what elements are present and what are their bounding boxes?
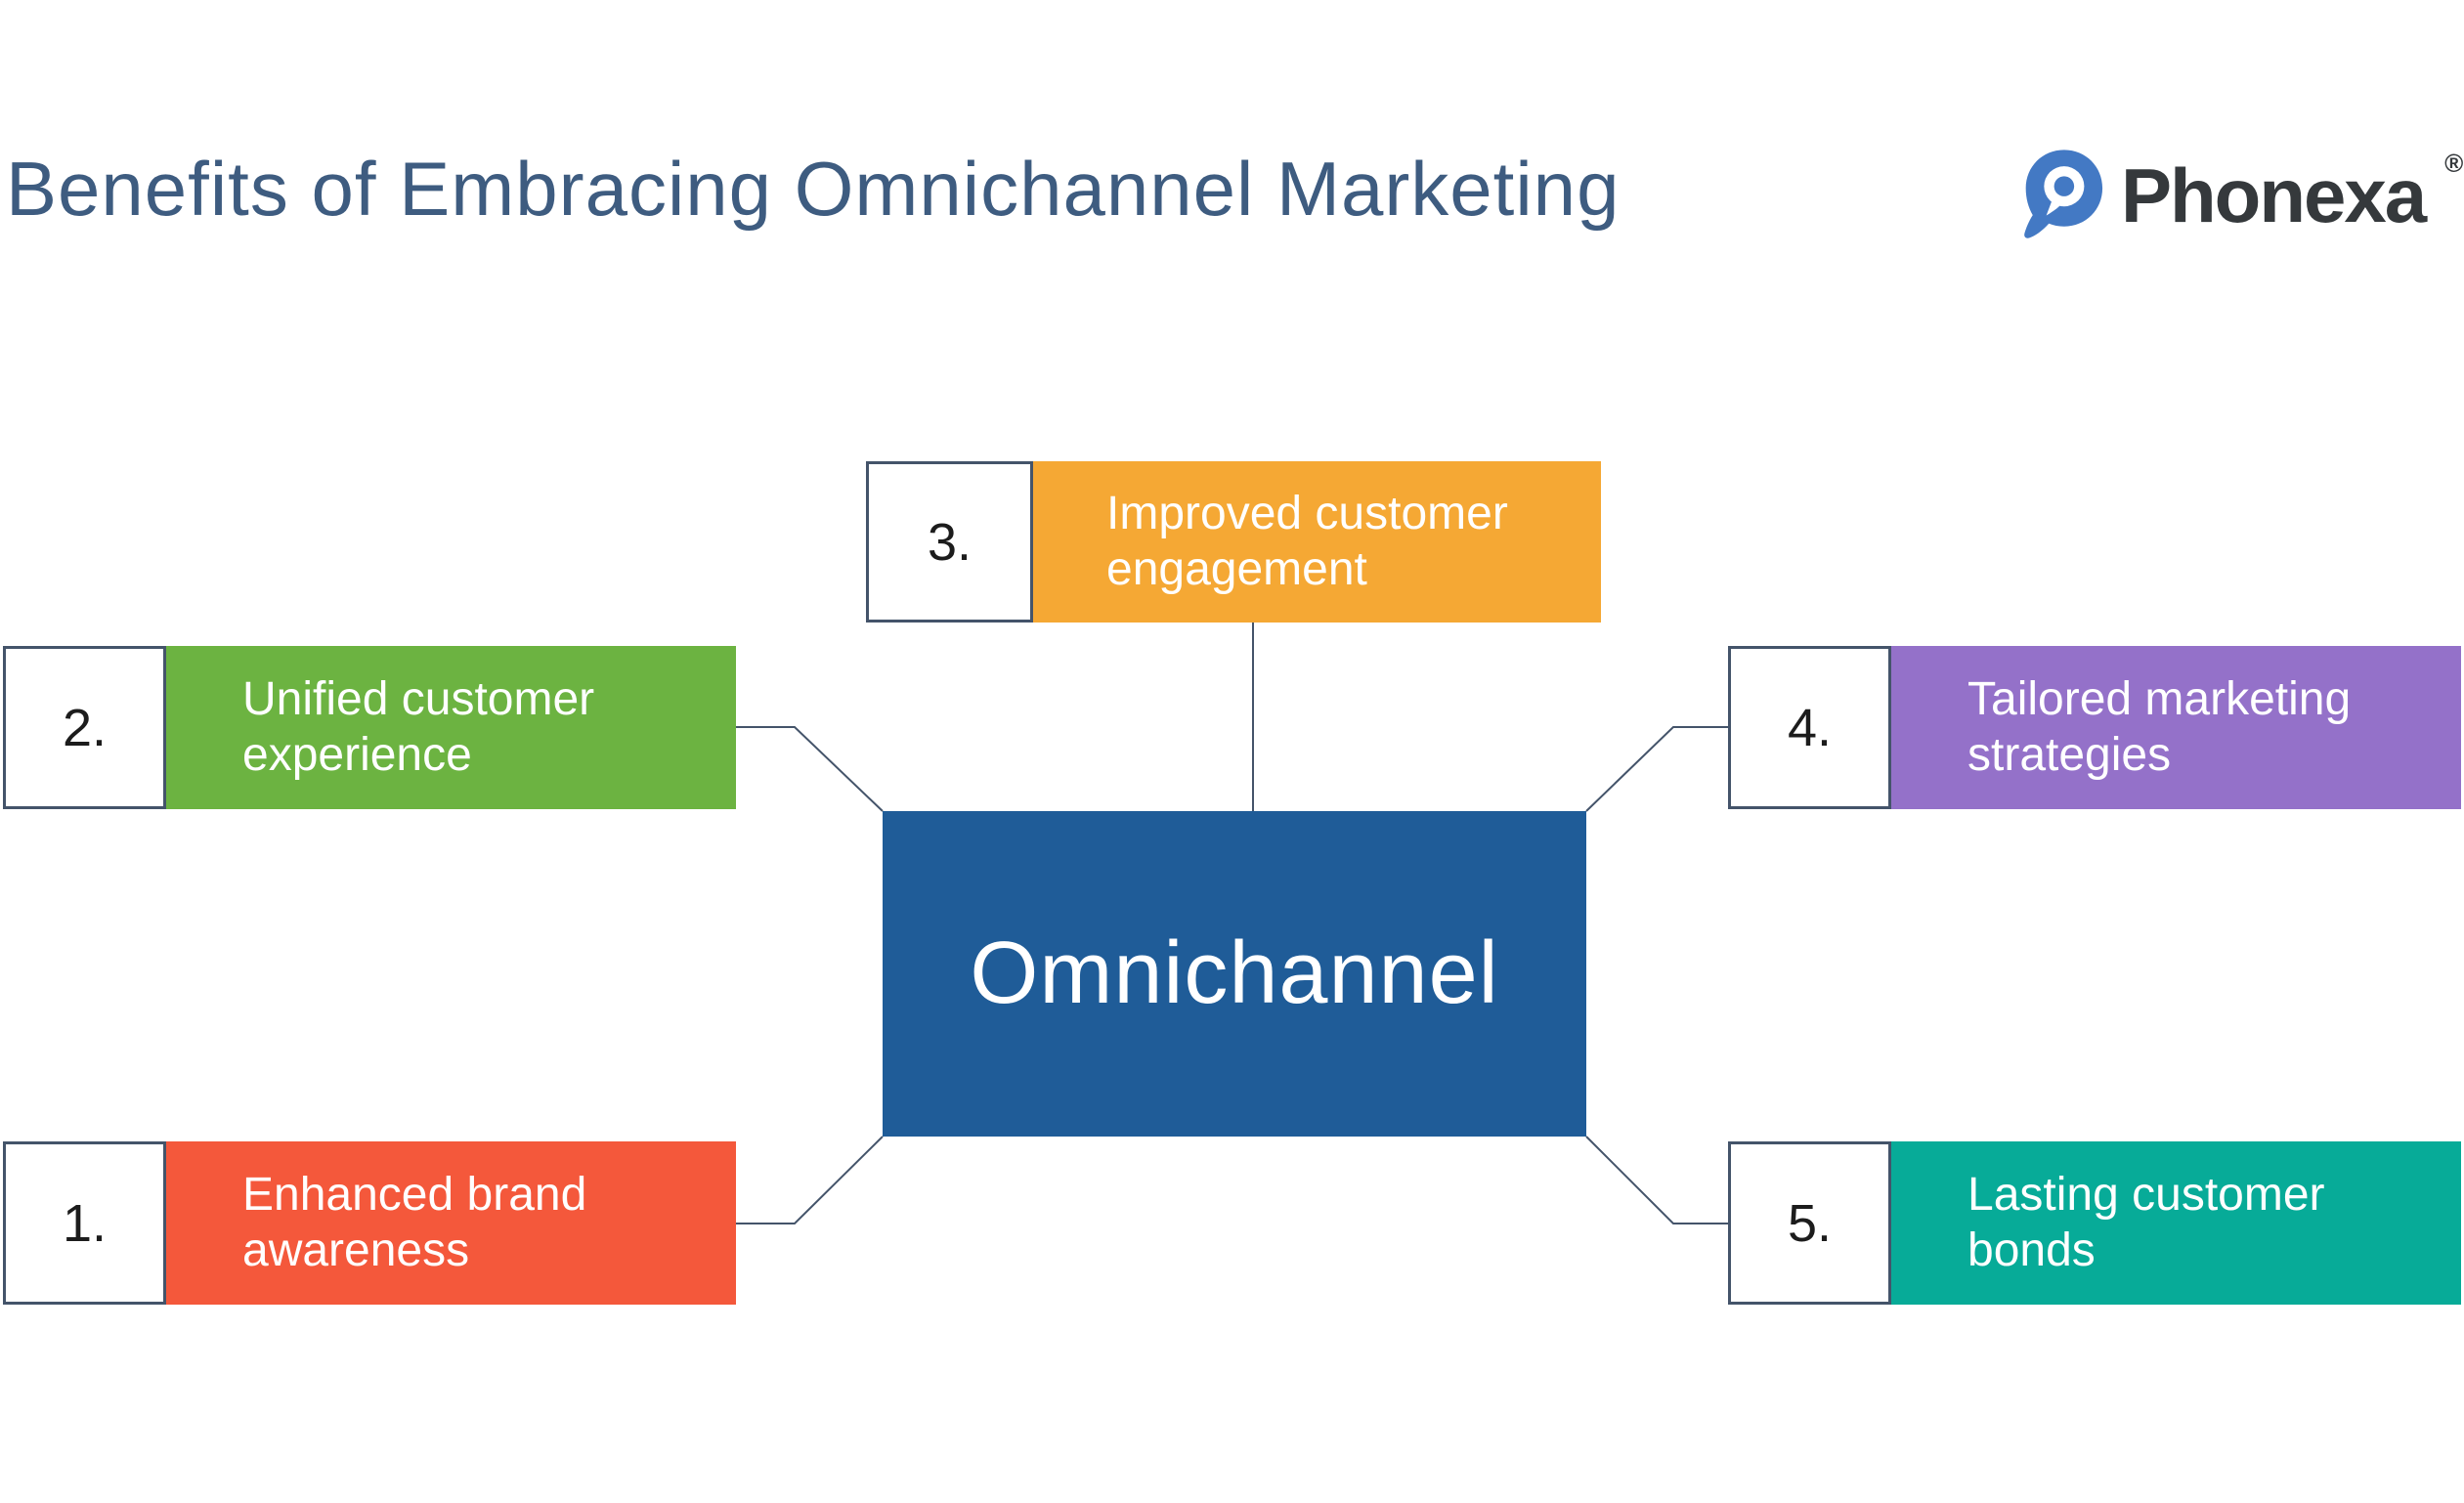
- registered-trademark-symbol: ®: [2444, 149, 2464, 178]
- benefit-bar: Improved customer engagement: [1033, 461, 1601, 623]
- phonexa-logo: Phonexa ®: [2021, 147, 2463, 244]
- benefit-bar: Enhanced brand awareness: [166, 1141, 736, 1305]
- benefit-bar: Tailored marketing strategies: [1891, 646, 2461, 809]
- benefit-label: Enhanced brand awareness: [242, 1169, 587, 1276]
- benefit-label: Improved customer engagement: [1106, 488, 1508, 595]
- phonexa-pin-icon: [2021, 149, 2103, 242]
- benefit-number-box: 3.: [866, 461, 1033, 623]
- benefit-label: Lasting customer bonds: [1967, 1169, 2325, 1276]
- phonexa-wordmark: Phonexa: [2121, 152, 2427, 238]
- benefit-number-box: 4.: [1728, 646, 1891, 809]
- connector-item4-to-center: [1585, 726, 1728, 812]
- benefit-bar: Lasting customer bonds: [1891, 1141, 2461, 1305]
- benefit-number: 4.: [1787, 698, 1833, 757]
- central-node: Omnichannel: [883, 811, 1586, 1137]
- benefit-number-box: 5.: [1728, 1141, 1891, 1305]
- benefit-number: 5.: [1787, 1193, 1833, 1253]
- connector-item1-to-center: [736, 1136, 884, 1224]
- central-node-label: Omnichannel: [970, 924, 1499, 1022]
- benefit-number: 2.: [62, 698, 108, 757]
- benefit-bar: Unified customer experience: [166, 646, 736, 809]
- benefit-label: Unified customer experience: [242, 673, 595, 781]
- benefit-label: Tailored marketing strategies: [1967, 673, 2352, 781]
- benefit-number-box: 2.: [3, 646, 166, 809]
- connector-item5-to-center: [1585, 1136, 1728, 1224]
- benefit-number: 3.: [927, 512, 973, 572]
- page-title: Benefits of Embracing Omnichannel Market…: [6, 146, 1621, 232]
- benefit-number: 1.: [62, 1193, 108, 1253]
- benefit-number-box: 1.: [3, 1141, 166, 1305]
- connector-item2-to-center: [736, 726, 884, 812]
